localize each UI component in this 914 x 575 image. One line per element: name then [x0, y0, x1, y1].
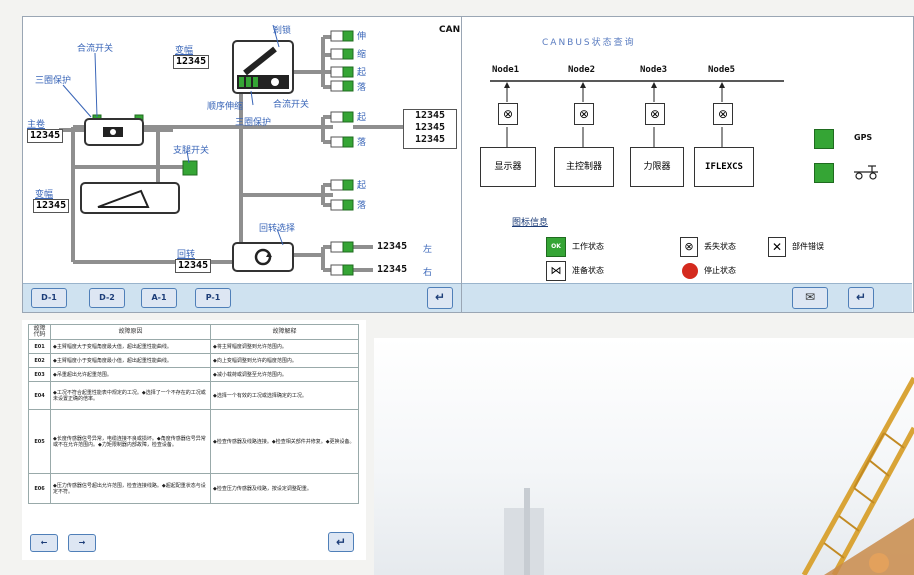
- support-switch-label: 支腿开关: [173, 146, 210, 156]
- slew-left-value: 12345: [377, 241, 408, 252]
- luffing-label: 变幅: [175, 46, 194, 56]
- next-page-button[interactable]: →: [68, 534, 96, 552]
- table-row: E05 ◆长度传感器信号异常，电缆连接不良或损坏。◆角度传感器信号异常或不在允许…: [28, 409, 359, 474]
- hoist-value-1: 12345: [414, 110, 446, 121]
- gps-status-indicator: [814, 129, 834, 149]
- stop-status-icon: [682, 263, 698, 279]
- mail-button[interactable]: ✉: [792, 287, 828, 309]
- hoist-value-3: 12345: [414, 134, 446, 145]
- canbus-toolbar: ✉ ↵: [462, 283, 912, 312]
- table-row: E06 ◆压力传感器信号超出允许范围，检查连接线路。◆超起配重状态与设定不符。 …: [28, 473, 359, 504]
- trailer-status-indicator: [814, 163, 834, 183]
- luffing-value: 12345: [173, 55, 210, 69]
- fault-explain-header: 故障解释: [210, 324, 359, 340]
- node1-label: Node1: [492, 65, 520, 75]
- gps-label: GPS: [854, 133, 873, 142]
- can-label: CAN: [439, 25, 461, 35]
- main-hoist-label: 主卷: [27, 120, 46, 130]
- fault-table-header: 故障代码 故障原因 故障解释: [28, 324, 359, 340]
- device-iflexcs: IFLEXCS: [694, 147, 754, 187]
- boom-up-label: 起: [357, 181, 367, 191]
- fault-enter-button[interactable]: ↵: [328, 532, 354, 552]
- lost-status-icon: ⊗: [574, 103, 594, 125]
- fault-panel: 故障代码 故障原因 故障解释 E01 ◆主臂幅度大于变幅角度最大值，超出起重性能…: [22, 320, 366, 560]
- crane-boom-image: [504, 376, 914, 575]
- enter-icon: ↵: [434, 290, 446, 304]
- fault-table: 故障代码 故障原因 故障解释 E01 ◆主臂幅度大于变幅角度最大值，超出起重性能…: [28, 324, 359, 504]
- device-display-label: 显示器: [494, 162, 522, 172]
- enter-icon: ↵: [335, 535, 347, 549]
- device-load-limiter-label: 力限器: [643, 162, 671, 172]
- trailer-icon: [854, 165, 878, 180]
- main-hoist-value: 12345: [27, 129, 64, 143]
- slew-value: 12345: [175, 259, 212, 273]
- legend-ready-label: 准备状态: [572, 266, 604, 275]
- enter-icon: ↵: [855, 290, 867, 304]
- node5-label: Node5: [708, 65, 736, 75]
- error-x-icon: ✕: [768, 237, 786, 257]
- prev-page-button[interactable]: ←: [30, 534, 58, 552]
- device-load-limiter: 力限器: [630, 147, 684, 187]
- device-iflexcs-label: IFLEXCS: [705, 162, 743, 172]
- hoist-down-label: 落: [357, 138, 367, 148]
- canbus-title: CANBUS状态查询: [542, 38, 636, 48]
- slew-right-label: 右: [423, 268, 433, 278]
- hydraulic-diagram: [59, 24, 403, 276]
- table-row: E04 ◆工况不符合起重性能表中规定的工况。◆选择了一个不存在的工况或未设置正确…: [28, 381, 359, 410]
- telescope-out-label: 伸: [357, 32, 367, 42]
- table-row: E01 ◆主臂幅度大于变幅角度最大值，超出起重性能曲线。 ◆将主臂幅度调整到允许…: [28, 339, 359, 354]
- brake-lock-label: 刹锁: [273, 26, 292, 36]
- slew-left-label: 左: [423, 245, 433, 255]
- fault-cause-header: 故障原因: [50, 324, 211, 340]
- lost-status-icon: ⊗: [645, 103, 665, 125]
- boom-label: 变幅: [35, 190, 54, 200]
- d2-button[interactable]: D-2: [89, 288, 125, 308]
- d1-button[interactable]: D-1: [31, 288, 67, 308]
- merge-switch2-label: 合流开关: [273, 100, 310, 110]
- legend-error-label: 部件错误: [792, 242, 824, 251]
- ok-badge-icon: OK: [546, 237, 566, 257]
- legend-title: 图标信息: [512, 218, 549, 228]
- telescope-in-label: 缩: [357, 50, 367, 60]
- three-circle-protect-right-label: 三圈保护: [235, 118, 272, 128]
- enter-button[interactable]: ↵: [427, 287, 453, 309]
- boom-value: 12345: [33, 199, 70, 213]
- canbus-bus-diagram: [490, 80, 784, 147]
- three-circle-protect-left-label: 三圈保护: [35, 76, 72, 86]
- luff-up-label: 起: [357, 68, 367, 78]
- node3-label: Node3: [640, 65, 668, 75]
- luff-down-label: 落: [357, 83, 367, 93]
- hydraulic-toolbar: D-1 D-2 A-1 P-1 ↵: [23, 283, 461, 312]
- slew-select-label: 回转选择: [259, 224, 296, 234]
- ready-status-icon: ⋈: [546, 261, 566, 281]
- table-row: E03 ◆吊重超出允许起重范围。 ◆减小载荷或调整至允许范围内。: [28, 367, 359, 382]
- legend-stop-label: 停止状态: [704, 266, 736, 275]
- hoist-up-label: 起: [357, 113, 367, 123]
- a1-button[interactable]: A-1: [141, 288, 177, 308]
- mail-crossed-icon: ✉: [804, 290, 816, 304]
- lost-status-icon: ⊗: [680, 237, 698, 257]
- boom-down-label: 落: [357, 201, 367, 211]
- device-display: 显示器: [480, 147, 536, 187]
- crane-photo: [374, 338, 914, 575]
- canbus-panel: CANBUS状态查询 Node1 Node2 Node3 Node5 ⊗ ⊗ ⊗…: [462, 16, 914, 313]
- slew-label: 回转: [177, 250, 196, 260]
- legend-lost-label: 丢失状态: [704, 242, 736, 251]
- table-row: E02 ◆主臂幅度小于变幅角度最小值，超出起重性能曲线。 ◆向上变幅调整到允许的…: [28, 353, 359, 368]
- seq-telescope-label: 顺序伸缩: [207, 102, 244, 112]
- lost-status-icon: ⊗: [498, 103, 518, 125]
- slew-right-value: 12345: [377, 264, 408, 275]
- lost-status-icon: ⊗: [713, 103, 733, 125]
- fault-code-header: 故障代码: [28, 324, 51, 340]
- device-main-controller-label: 主控制器: [565, 162, 602, 172]
- legend-working-label: 工作状态: [572, 242, 604, 251]
- hoist-value-2: 12345: [414, 122, 446, 133]
- p1-button[interactable]: P-1: [195, 288, 231, 308]
- merge-switch-label: 合流开关: [77, 44, 114, 54]
- hoist-values-box: 12345 12345 12345: [403, 109, 457, 149]
- canbus-enter-button[interactable]: ↵: [848, 287, 874, 309]
- node2-label: Node2: [568, 65, 596, 75]
- device-main-controller: 主控制器: [554, 147, 614, 187]
- hydraulic-panel: CAN 合流开关 三圈保护 变幅 12345 刹锁 顺序伸缩 合流开关 三圈保护…: [22, 16, 462, 313]
